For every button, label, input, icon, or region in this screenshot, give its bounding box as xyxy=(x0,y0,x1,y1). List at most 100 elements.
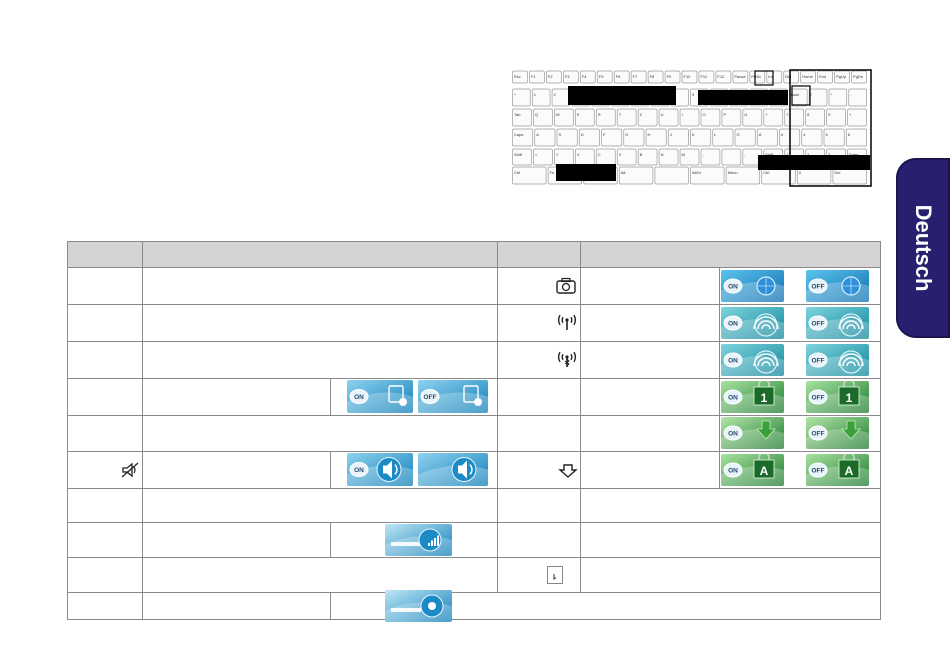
keyboard-key-label: Ins xyxy=(768,74,773,79)
keyboard-key-label: U xyxy=(661,112,664,117)
keyboard-key: P xyxy=(721,108,742,127)
osd-on-indicator: ON xyxy=(721,269,784,302)
numpad-frame xyxy=(789,69,872,187)
keyboard-key: 8 xyxy=(805,108,825,127)
svg-text:OFF: OFF xyxy=(812,283,825,290)
keyboard-key-label: Esc xyxy=(514,74,521,79)
keyboard-key-label: F xyxy=(603,132,606,137)
table-row-divider xyxy=(67,378,881,379)
keyboard-key: A xyxy=(534,128,556,147)
keyboard-key: E xyxy=(574,108,595,127)
keyboard-key: , xyxy=(700,148,721,166)
table-row-divider xyxy=(67,341,881,342)
keyboard-key: Home xyxy=(800,70,816,84)
keyboard-key-label: Q xyxy=(535,112,538,117)
keyboard-key-label: Z xyxy=(640,112,643,117)
keyboard-key-label: < xyxy=(535,152,538,157)
svg-text:ON: ON xyxy=(728,431,738,438)
osd-on-indicator: ON xyxy=(347,380,413,413)
osd-off-indicator: OFF xyxy=(418,380,488,413)
table-row-divider xyxy=(67,488,881,489)
language-tab: Deutsch xyxy=(896,158,950,338)
keyboard-key-label: 2 xyxy=(554,92,557,97)
mute-icon xyxy=(121,462,139,477)
keyboard-key: L xyxy=(712,128,734,147)
keyboard-key-label: Fn xyxy=(550,170,555,175)
keyboard-key: H xyxy=(645,128,667,147)
keyboard-key: Menu xyxy=(725,166,761,185)
keyboard-key: + xyxy=(847,108,867,127)
keyboard-key: 2 xyxy=(551,88,571,107)
keyboard-key: F11 xyxy=(698,70,715,84)
bluetooth-wireless-icon xyxy=(557,351,577,367)
table-column-divider xyxy=(330,592,331,620)
keyboard-key-label: Pause xyxy=(734,74,746,79)
keyboard-key-label: F5 xyxy=(599,74,604,79)
keyboard-key-label: T xyxy=(619,112,622,117)
osd-on-indicator: ON xyxy=(721,306,784,339)
keyboard-key: D xyxy=(578,128,600,147)
keyboard-key: - xyxy=(848,88,867,107)
highlight-bar xyxy=(568,86,676,105)
keyboard-key: F10 xyxy=(681,70,698,84)
keyboard-key: T xyxy=(616,108,637,127)
table-row-divider xyxy=(67,522,881,523)
keyboard-key-label: 1 xyxy=(534,92,537,97)
keyboard-key: F7 xyxy=(630,70,647,84)
keyboard-key xyxy=(654,166,689,185)
table-row-divider xyxy=(67,241,881,242)
keyboard-key-label: F7 xyxy=(633,74,638,79)
table-column-divider xyxy=(497,241,498,593)
keyboard-key: Ctrl xyxy=(512,166,547,185)
keyboard-key-label: F1 xyxy=(531,74,536,79)
keyboard-key: * xyxy=(828,88,848,107)
camera-icon xyxy=(556,277,576,294)
keyboard-key: + xyxy=(763,108,784,127)
table-column-divider xyxy=(580,241,581,593)
keyboard-key-label: M xyxy=(682,152,685,157)
keyboard-key: PrtSc xyxy=(749,70,766,84)
highlight-bar xyxy=(556,164,616,181)
keyboard-key-label: End xyxy=(819,74,826,79)
keyboard-key-label: PgDn xyxy=(853,74,863,79)
keyboard-key-label: Ü xyxy=(744,112,747,117)
keyboard-key: Y xyxy=(554,148,574,166)
keyboard-key-label: - xyxy=(850,92,852,97)
keyboard-key-label: Ö xyxy=(737,132,740,137)
svg-text:ON: ON xyxy=(728,467,738,474)
keyboard-key: F12 xyxy=(715,70,732,84)
keyboard-key-label: Num xyxy=(791,92,800,97)
table-column-divider xyxy=(880,241,881,620)
keyboard-key-label: + xyxy=(765,112,768,117)
keyboard-key-label: P xyxy=(723,112,726,117)
svg-text:ON: ON xyxy=(728,283,738,290)
keyboard-key: F8 xyxy=(647,70,664,84)
caps-lock-icon xyxy=(558,463,578,478)
keyboard-key: F3 xyxy=(563,70,579,84)
keyboard-key-label: Ä xyxy=(759,132,762,137)
keyboard-key: . xyxy=(721,148,742,166)
osd-on-indicator: ON xyxy=(721,417,784,449)
keyboard-key-label: AltGr xyxy=(692,170,702,175)
keyboard-key: U xyxy=(658,108,679,127)
keyboard-key: F5 xyxy=(596,70,613,84)
key-frame xyxy=(791,85,811,106)
osd-off-indicator: OFF xyxy=(806,306,869,339)
svg-text:ON: ON xyxy=(354,394,364,401)
keyboard-key-label: R xyxy=(598,112,601,117)
keyboard-key-label: 0 xyxy=(799,170,802,175)
keyboard-key-label: Del xyxy=(785,74,791,79)
highlight-bar xyxy=(698,90,788,105)
keyboard-key-label: # xyxy=(781,132,784,137)
svg-text:OFF: OFF xyxy=(812,320,825,327)
osd-on-indicator: ON A xyxy=(721,453,784,486)
svg-text:OFF: OFF xyxy=(424,394,437,401)
svg-text:A: A xyxy=(760,464,769,478)
keyboard-key-label: F8 xyxy=(650,74,655,79)
keyboard-key-label: Tab xyxy=(514,112,521,117)
keyboard-key-label: H xyxy=(648,132,651,137)
keyboard-key-label: 7 xyxy=(786,112,789,117)
